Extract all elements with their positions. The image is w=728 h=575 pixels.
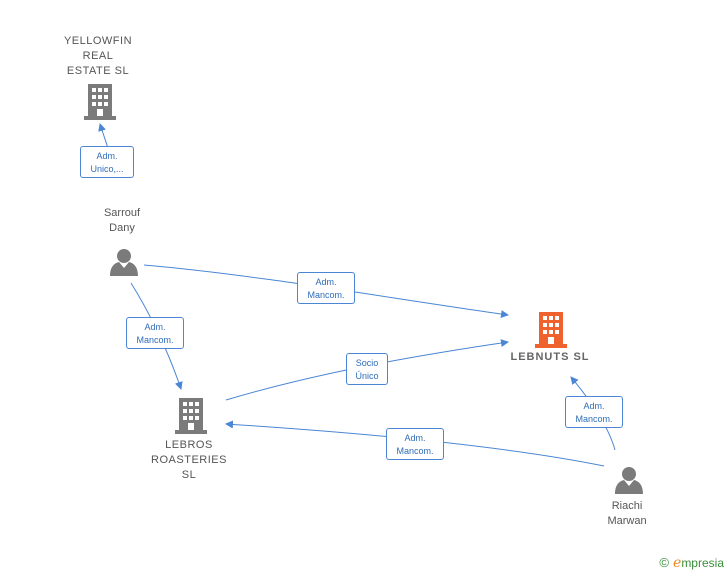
edge-label-sarrouf-lebros[interactable]: Adm. Mancom. — [126, 317, 184, 349]
node-label-line: Sarrouf — [103, 207, 141, 219]
brand-logo-text: mpresia — [681, 556, 724, 570]
node-label-line: Marwan — [607, 515, 647, 527]
edge-label-line: Adm. — [96, 151, 118, 161]
edge-label-line: Mancom. — [307, 290, 345, 300]
edge-label-line: Adm. — [583, 401, 605, 411]
edge-label-line: Socio — [355, 358, 379, 368]
edge-label-line: Mancom. — [136, 335, 174, 345]
edge-label-riachi-lebnuts[interactable]: Adm. Mancom. — [565, 396, 623, 428]
edge-label-riachi-lebros[interactable]: Adm. Mancom. — [386, 428, 444, 460]
node-label-riachi[interactable]: Riachi Marwan — [577, 499, 677, 529]
node-label-lebnuts[interactable]: LEBNUTS SL — [494, 350, 606, 365]
edge-label-lebros-lebnuts[interactable]: Socio Único — [346, 353, 388, 385]
node-label-lebros[interactable]: LEBROS ROASTERIES SL — [139, 438, 239, 483]
node-label-line: LEBNUTS SL — [510, 351, 590, 363]
node-label-yellowfin[interactable]: YELLOWFIN REAL ESTATE SL — [48, 34, 148, 79]
edge-label-sarrouf-lebnuts[interactable]: Adm. Mancom. — [297, 272, 355, 304]
edge-label-line: Adm. — [315, 277, 337, 287]
brand-watermark[interactable]: ©empresia — [659, 555, 724, 571]
edge-label-line: Único — [355, 371, 379, 381]
node-label-line: SL — [181, 469, 197, 481]
person-icon[interactable] — [109, 248, 139, 276]
node-label-line: Riachi — [611, 500, 643, 512]
edge-label-line: Mancom. — [396, 446, 434, 456]
brand-logo-initial: e — [673, 555, 682, 571]
node-label-line: REAL — [82, 50, 114, 62]
person-icon[interactable] — [614, 466, 644, 494]
edge-label-sarrouf-yellowfin[interactable]: Adm. Unico,... — [80, 146, 134, 178]
node-label-line: ROASTERIES — [151, 454, 227, 466]
building-icon[interactable] — [84, 84, 116, 120]
edge-label-line: Adm. — [144, 322, 166, 332]
building-icon[interactable] — [535, 312, 567, 348]
edge-label-line: Mancom. — [575, 414, 613, 424]
edge-label-line: Unico,... — [90, 164, 124, 174]
edge-label-line: Adm. — [404, 433, 426, 443]
node-label-line: LEBROS — [165, 439, 213, 451]
building-icon[interactable] — [175, 398, 207, 434]
copyright-symbol: © — [659, 555, 670, 570]
node-label-line: Dany — [109, 222, 135, 234]
node-label-sarrouf[interactable]: Sarrouf Dany — [72, 206, 172, 236]
node-label-line: ESTATE SL — [66, 65, 130, 77]
node-label-line: YELLOWFIN — [63, 35, 133, 47]
